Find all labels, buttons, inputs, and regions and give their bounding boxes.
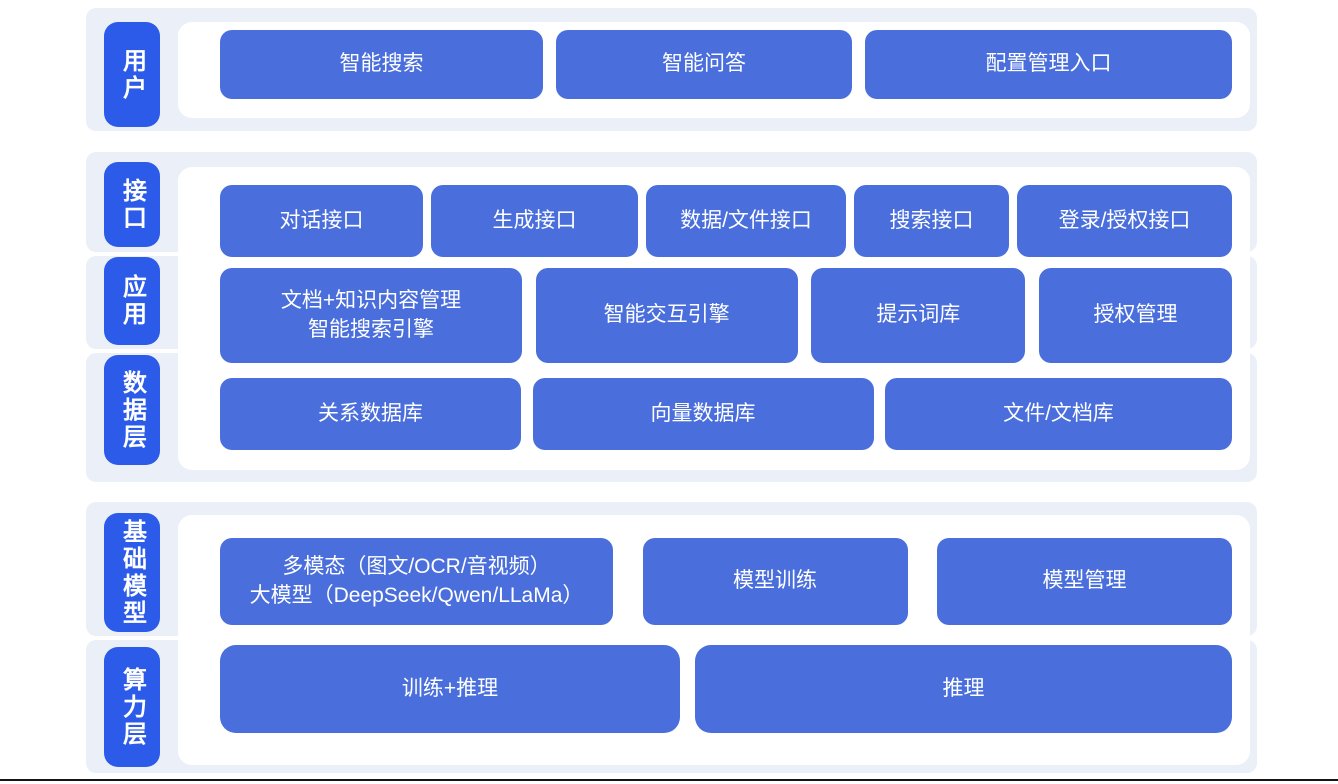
layer-label-data: 数据层 [104, 355, 160, 465]
file-doc-store-box: 文件/文档库 [885, 378, 1232, 450]
search-api-box: 搜索接口 [854, 185, 1009, 257]
smart-qa-box: 智能问答 [556, 30, 852, 99]
compute-layer-row: 训练+推理 推理 [220, 645, 1232, 733]
relational-db-box: 关系数据库 [220, 378, 521, 450]
doc-knowledge-line1: 文档+知识内容管理 [280, 289, 462, 313]
foundation-model-layer-row: 多模态（图文/OCR/音视频） 大模型（DeepSeek/Qwen/LLaMa）… [220, 538, 1232, 625]
doc-knowledge-search-engine-box: 文档+知识内容管理 智能搜索引擎 [220, 268, 522, 363]
layer-label-compute: 算力层 [104, 647, 160, 767]
interface-layer-row: 对话接口 生成接口 数据/文件接口 搜索接口 登录/授权接口 [220, 185, 1232, 257]
training-inference-box: 训练+推理 [220, 645, 680, 733]
bottom-divider-line [0, 779, 1338, 781]
generation-api-box: 生成接口 [431, 185, 638, 257]
vector-db-box: 向量数据库 [532, 378, 874, 450]
doc-knowledge-line2: 智能搜索引擎 [308, 317, 434, 341]
application-layer-row: 文档+知识内容管理 智能搜索引擎 智能交互引擎 提示词库 授权管理 [220, 268, 1232, 363]
multimodal-line1: 多模态（图文/OCR/音视频） [282, 555, 551, 579]
inference-box: 推理 [695, 645, 1232, 733]
multimodal-llm-box: 多模态（图文/OCR/音视频） 大模型（DeepSeek/Qwen/LLaMa） [220, 538, 613, 625]
prompt-library-box: 提示词库 [811, 268, 1026, 363]
layer-label-application: 应用 [104, 257, 160, 345]
login-auth-api-box: 登录/授权接口 [1017, 185, 1232, 257]
config-management-entry-box: 配置管理入口 [865, 30, 1232, 99]
auth-management-box: 授权管理 [1038, 268, 1232, 363]
data-file-api-box: 数据/文件接口 [646, 185, 846, 257]
data-layer-row: 关系数据库 向量数据库 文件/文档库 [220, 378, 1232, 450]
layer-label-user: 用户 [104, 22, 160, 127]
multimodal-line2: 大模型（DeepSeek/Qwen/LLaMa） [249, 583, 584, 607]
dialog-api-box: 对话接口 [220, 185, 423, 257]
model-training-box: 模型训练 [642, 538, 908, 625]
layer-label-foundation-model: 基础模型 [104, 513, 160, 632]
user-layer-row: 智能搜索 智能问答 配置管理入口 [220, 30, 1232, 99]
model-management-box: 模型管理 [937, 538, 1232, 625]
interaction-engine-box: 智能交互引擎 [535, 268, 798, 363]
smart-search-box: 智能搜索 [220, 30, 543, 99]
layer-label-interface: 接口 [104, 162, 160, 247]
